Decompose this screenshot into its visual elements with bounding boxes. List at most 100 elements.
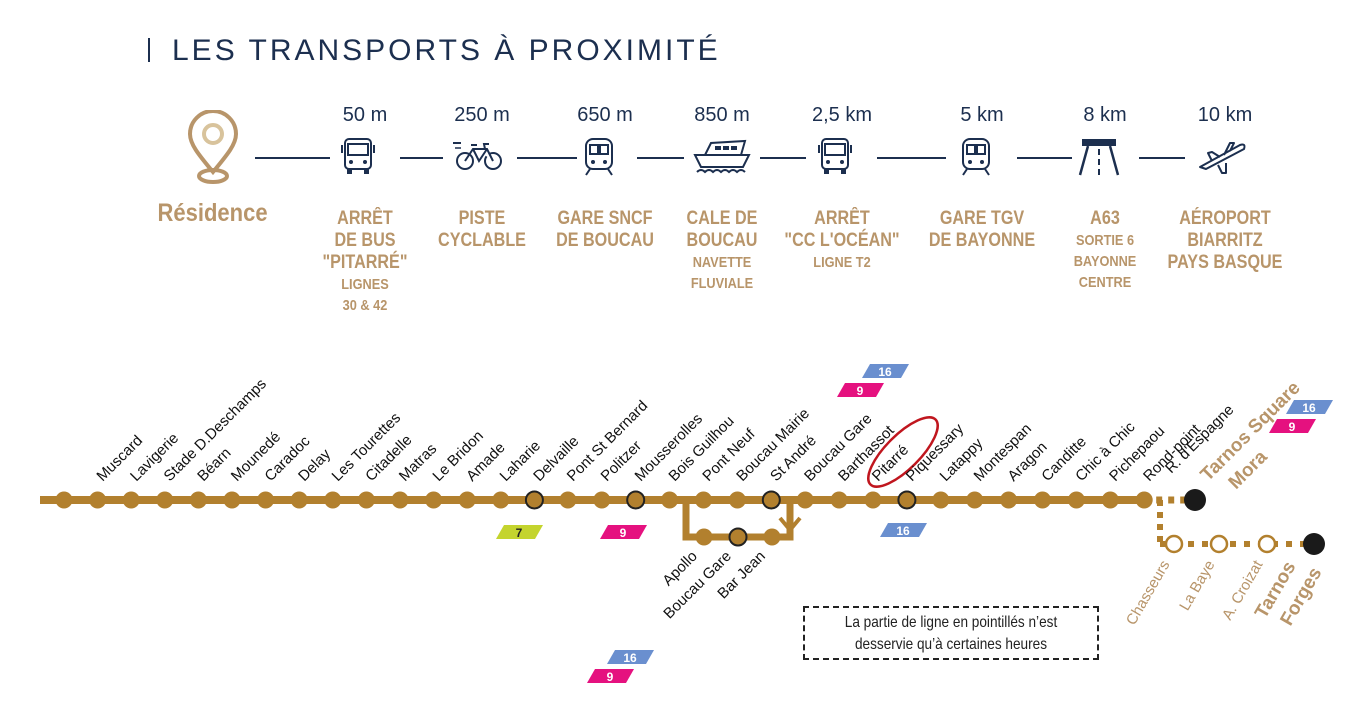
stop-dot bbox=[458, 491, 476, 509]
line-badge-label: 9 bbox=[620, 526, 627, 540]
transport-detail-line: 30 & 42 bbox=[342, 297, 388, 314]
distance-label: 8 km bbox=[1083, 104, 1127, 126]
stop-dot bbox=[324, 491, 342, 509]
transport-name-line: DE BAYONNE bbox=[928, 230, 1036, 251]
stop-dot bbox=[89, 491, 107, 509]
title-bar bbox=[148, 38, 150, 62]
transport-name-line: GARE TGV bbox=[939, 208, 1025, 229]
distance-label: 2,5 km bbox=[811, 104, 873, 126]
occasional-stop bbox=[1257, 534, 1277, 554]
transport-name-line: "PITARRÉ" bbox=[322, 252, 408, 273]
terminus-dot bbox=[1184, 489, 1206, 511]
line-badge bbox=[587, 669, 634, 683]
stop-dot bbox=[1067, 491, 1085, 509]
connector-line bbox=[877, 157, 946, 159]
line-badge-label: 9 bbox=[1289, 420, 1296, 434]
stop-dot bbox=[695, 491, 712, 509]
line-badge bbox=[1286, 400, 1333, 414]
line-badge-label: 16 bbox=[623, 651, 637, 665]
train-icon bbox=[535, 130, 675, 182]
connection-stop bbox=[524, 490, 544, 510]
highlight-ellipse bbox=[867, 416, 939, 488]
transport-name-line: DE BOUCAU bbox=[556, 230, 654, 251]
distance-label: 50 m bbox=[342, 104, 388, 126]
stop-dot bbox=[1101, 491, 1119, 509]
stop-dot bbox=[763, 528, 781, 546]
direction-arrow-icon bbox=[778, 516, 802, 534]
connector-line bbox=[1017, 157, 1072, 159]
stop-dot bbox=[864, 491, 882, 509]
stop-label: La Baye bbox=[1176, 558, 1218, 614]
stop-dot bbox=[189, 491, 207, 509]
location-pin-icon bbox=[187, 109, 238, 184]
highway-icon bbox=[1035, 130, 1175, 182]
terminus-dot bbox=[1303, 533, 1325, 555]
stop-dot bbox=[830, 491, 848, 509]
stop-dot bbox=[593, 491, 611, 509]
stop-dot bbox=[695, 528, 713, 546]
residence: Résidence bbox=[150, 109, 275, 228]
line-badge bbox=[1269, 419, 1316, 433]
connection-stop bbox=[897, 490, 917, 510]
transport-detail-line: LIGNE T2 bbox=[813, 254, 871, 271]
transport-name-line: ARRÊT bbox=[814, 208, 870, 229]
bicycle-icon bbox=[412, 130, 552, 182]
bus-icon bbox=[295, 130, 435, 182]
transport-name-line: ARRÊT bbox=[337, 208, 393, 229]
transport-name-line: BIARRITZ bbox=[1187, 230, 1263, 251]
stop-dot bbox=[1034, 491, 1051, 509]
stop-dot bbox=[796, 491, 814, 509]
distance-label: 650 m bbox=[577, 104, 633, 126]
stop-dot bbox=[357, 491, 375, 509]
transport-detail-line: CENTRE bbox=[1078, 274, 1132, 291]
line-badge bbox=[600, 525, 647, 539]
connector-line bbox=[255, 157, 330, 159]
connector-line bbox=[1139, 157, 1185, 159]
stop-dot bbox=[559, 491, 577, 509]
transport-name-line: CALE DE bbox=[686, 208, 758, 229]
transport-name-line: GARE SNCF bbox=[557, 208, 653, 229]
transport-detail-line: NAVETTE bbox=[692, 254, 752, 271]
residence-label: Résidence bbox=[157, 199, 268, 227]
distance-label: 250 m bbox=[454, 104, 510, 126]
transport-name-line: AÉROPORT bbox=[1179, 208, 1271, 229]
page-title: LES TRANSPORTS À PROXIMITÉ bbox=[148, 34, 721, 68]
line-badge-label: 16 bbox=[878, 365, 892, 379]
transport-name-line: BOUCAU bbox=[686, 230, 758, 251]
connector-line bbox=[400, 157, 443, 159]
transport-detail-line: BAYONNE bbox=[1073, 253, 1137, 270]
stop-dot bbox=[55, 491, 73, 509]
occasional-stop bbox=[1209, 534, 1229, 554]
transport-name: A63 bbox=[1046, 208, 1165, 230]
line-badge bbox=[862, 364, 909, 378]
transport-name-line: PISTE bbox=[458, 208, 506, 229]
airplane-icon bbox=[1155, 130, 1295, 182]
transport-name-line: CYCLABLE bbox=[438, 230, 526, 251]
boat-icon bbox=[652, 130, 792, 182]
train-icon bbox=[912, 130, 1052, 182]
connector-line bbox=[517, 157, 577, 159]
line-badge-label: 16 bbox=[1302, 401, 1316, 415]
transport-detail-line: FLUVIALE bbox=[690, 275, 754, 292]
stop-dot bbox=[492, 491, 510, 509]
line-badge-label: 7 bbox=[516, 526, 523, 540]
connection-stop bbox=[728, 527, 748, 547]
connection-stop bbox=[761, 490, 781, 510]
stop-label: Chasseurs bbox=[1123, 558, 1174, 629]
transport-detail: LIGNE T2 bbox=[783, 252, 902, 273]
occasional-stop bbox=[1164, 534, 1184, 554]
distance-label: 850 m bbox=[694, 104, 750, 126]
distance-label: 5 km bbox=[960, 104, 1004, 126]
line-badge-label: 9 bbox=[857, 384, 864, 398]
transport-name-line: DE BUS bbox=[334, 230, 396, 251]
